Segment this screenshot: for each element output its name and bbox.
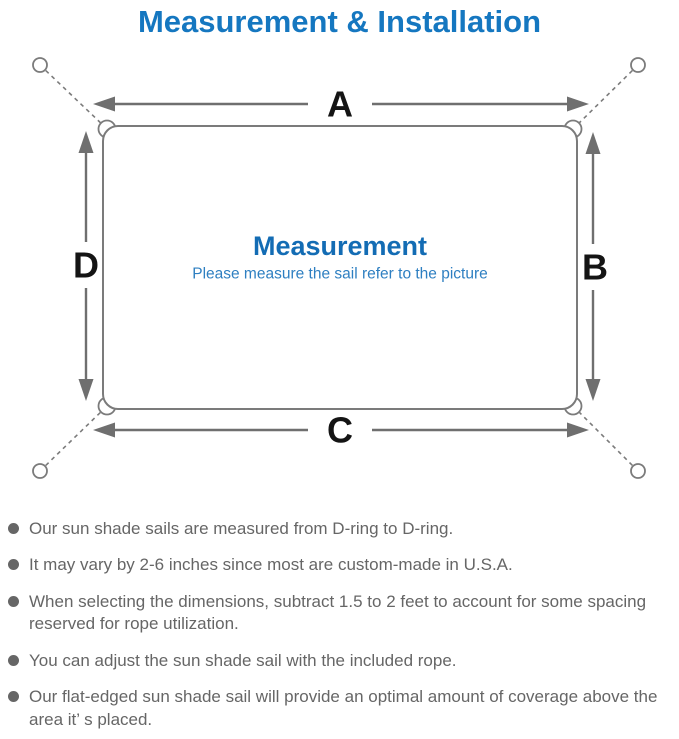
dimension-label-c: C [327,410,353,451]
note-text: When selecting the dimensions, subtract … [29,591,647,634]
list-item: When selecting the dimensions, subtract … [8,591,669,636]
anchor-point-icon-bottom-left [32,463,48,479]
anchor-point-icon-bottom-right [630,463,646,479]
arrow-b-bottom-head-icon [585,379,601,401]
diagram-subheading: Please measure the sail refer to the pic… [192,266,488,283]
bullet-icon [8,654,19,666]
arrow-d-top-head-icon [78,131,94,153]
bullet-icon [8,559,19,571]
arrow-a-left-head-icon [93,96,115,112]
notes-list: Our sun shade sails are measured from D-… [0,518,679,731]
anchor-point-icon-top-right [630,57,646,73]
rope-line-bottom-left [39,406,107,472]
arrow-d-bottom-head-icon [78,379,94,401]
rope-line-bottom-right [573,406,639,472]
note-text: You can adjust the sun shade sail with t… [29,650,457,670]
bullet-icon [8,523,19,534]
list-item: It may vary by 2-6 inches since most are… [8,554,669,576]
note-text: Our sun shade sails are measured from D-… [29,519,454,538]
rope-line-top-left [39,64,107,129]
sail-shape [102,125,578,410]
diagram-heading: Measurement [253,231,427,261]
dimension-label-a: A [327,84,353,125]
list-item: You can adjust the sun shade sail with t… [8,650,669,672]
page-title: Measurement & Installation [137,4,542,39]
bullet-icon [8,691,19,703]
anchor-point-icon-top-left [32,57,48,73]
list-item: Our flat-edged sun shade sail will provi… [8,686,669,731]
arrow-a-right-head-icon [567,96,589,112]
bullet-icon [8,595,19,607]
dimension-label-b: B [582,247,608,288]
arrow-c-right-head-icon [567,422,589,438]
note-text: Our flat-edged sun shade sail will provi… [29,687,658,729]
list-item: Our sun shade sails are measured from D-… [8,518,669,540]
note-text: It may vary by 2-6 inches since most are… [29,555,513,575]
arrow-c-left-head-icon [93,422,115,438]
rope-line-top-right [573,64,639,129]
measurement-diagram: A C D B Measurement Please measure the s… [32,57,646,479]
arrow-b-top-head-icon [585,132,601,154]
dimension-label-d: D [73,245,99,286]
